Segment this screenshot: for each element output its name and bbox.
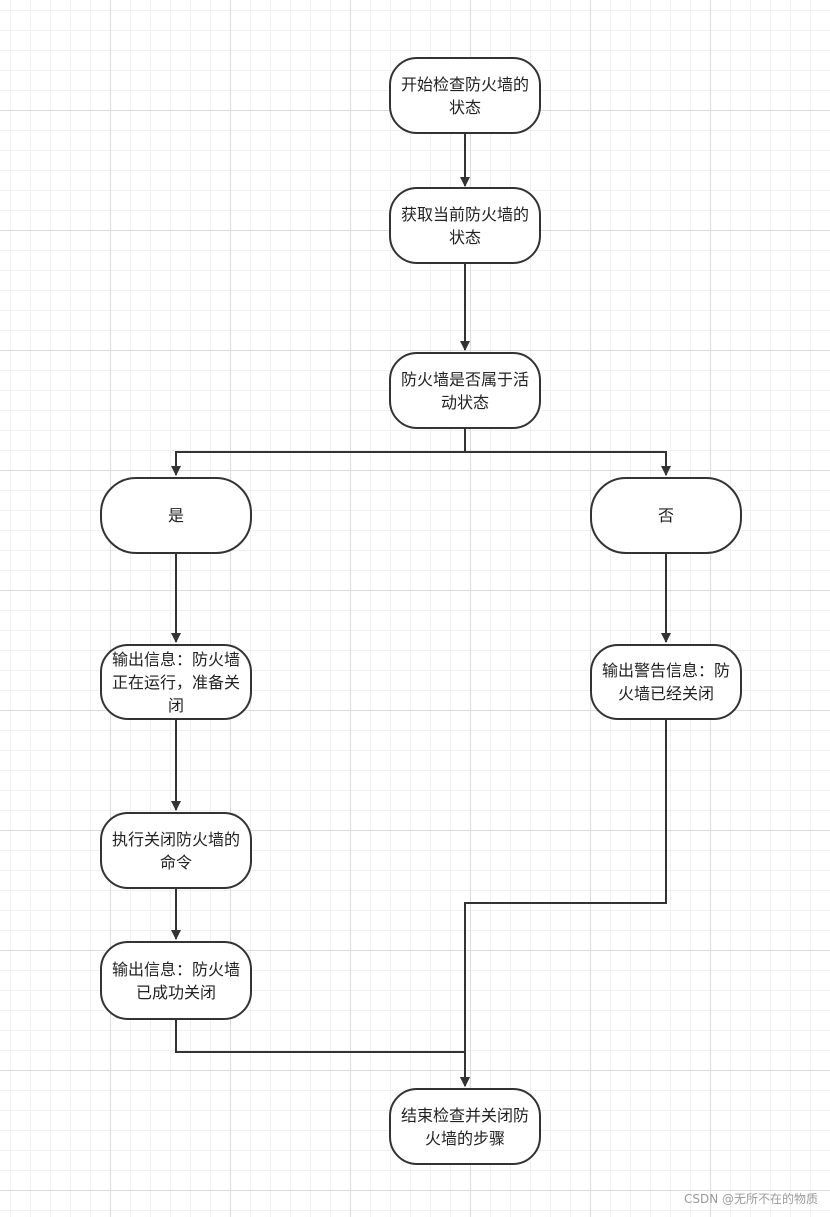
no-node: 否 bbox=[590, 477, 742, 554]
start-node-label: 开始检查防火墙的状态 bbox=[401, 74, 530, 117]
decision-node: 防火墙是否属于活动状态 bbox=[389, 352, 541, 429]
output-running-node: 输出信息：防火墙正在运行，准备关闭 bbox=[100, 644, 252, 720]
watermark: CSDN @无所不在的物质 bbox=[683, 1192, 818, 1206]
edge-warning-to-end bbox=[460, 719, 667, 1087]
decision-node-label: 防火墙是否属于活动状态 bbox=[401, 369, 530, 412]
yes-node: 是 bbox=[100, 477, 252, 554]
get-state-node-label: 获取当前防火墙的状态 bbox=[401, 204, 530, 247]
get-state-node: 获取当前防火墙的状态 bbox=[389, 187, 541, 264]
edge-to-no bbox=[465, 451, 671, 476]
edge-to-yes bbox=[171, 451, 465, 476]
output-closed-warning-node: 输出警告信息：防火墙已经关闭 bbox=[590, 644, 742, 720]
exec-close-node-label: 执行关闭防火墙的命令 bbox=[112, 829, 241, 872]
output-closed-warning-node-label: 输出警告信息：防火墙已经关闭 bbox=[602, 661, 731, 703]
yes-node-label: 是 bbox=[167, 506, 184, 525]
end-node-label: 结束检查并关闭防火墙的步骤 bbox=[401, 1105, 530, 1148]
output-success-node-label: 输出信息：防火墙已成功关闭 bbox=[112, 959, 241, 1002]
output-running-node-label: 输出信息：防火墙正在运行，准备关闭 bbox=[112, 649, 241, 715]
output-success-node: 输出信息：防火墙已成功关闭 bbox=[100, 941, 252, 1020]
no-node-label: 否 bbox=[657, 506, 674, 525]
exec-close-node: 执行关闭防火墙的命令 bbox=[100, 812, 252, 889]
end-node: 结束检查并关闭防火墙的步骤 bbox=[389, 1088, 541, 1165]
edge-output-success-to-end bbox=[175, 1019, 470, 1087]
start-node: 开始检查防火墙的状态 bbox=[389, 57, 541, 134]
